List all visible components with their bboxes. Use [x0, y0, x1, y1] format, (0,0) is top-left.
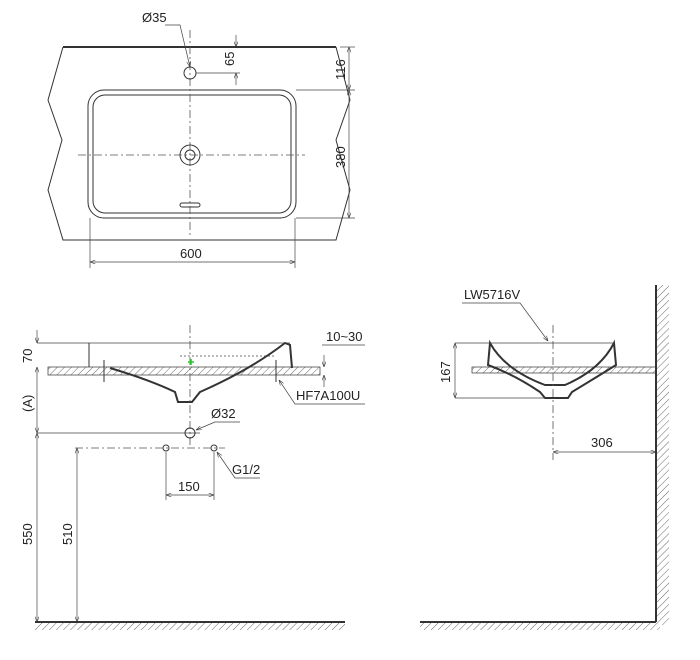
- basin-side-section: [486, 339, 618, 399]
- drain: [179, 144, 201, 166]
- front-view: 70 (A) 10~30 HF7A100U Ø32 150 G1/2 550 5…: [20, 325, 365, 630]
- basin-height-label: 167: [438, 361, 453, 383]
- supply-height-label: 510: [60, 523, 75, 545]
- counter-height-label: (A): [20, 395, 35, 412]
- bracket-model-label: HF7A100U: [296, 388, 360, 403]
- rim-to-bowl-label: 116: [333, 59, 348, 80]
- side-view: 167 LW5716V 306: [420, 285, 669, 630]
- rim-height-label: 70: [20, 349, 35, 363]
- drain-height-label: 550: [20, 523, 35, 545]
- overflow-slot: [179, 202, 201, 208]
- bowl-inner: [92, 94, 292, 214]
- countertop-side: [471, 366, 657, 374]
- drain-outlet: [184, 427, 196, 439]
- basin-section: [109, 341, 293, 403]
- top-view: Ø35 65 116 380 600: [47, 10, 355, 268]
- counter-thickness-label: 10~30: [326, 329, 363, 344]
- basin-model-label: LW5716V: [464, 287, 520, 302]
- bowl-outer: [87, 89, 297, 219]
- wall-offset-label: 306: [591, 435, 613, 450]
- supply-spacing-label: 150: [178, 479, 200, 494]
- supply-thread-label: G1/2: [232, 462, 260, 477]
- tap-offset-label: 65: [222, 52, 237, 66]
- countertop-section: [47, 366, 321, 376]
- countertop-outline: [47, 46, 351, 241]
- bowl-width-label: 600: [180, 246, 202, 261]
- drain-dia-label: Ø32: [211, 406, 236, 421]
- tap-hole-dia-label: Ø35: [142, 10, 167, 25]
- bowl-depth-label: 380: [333, 146, 348, 168]
